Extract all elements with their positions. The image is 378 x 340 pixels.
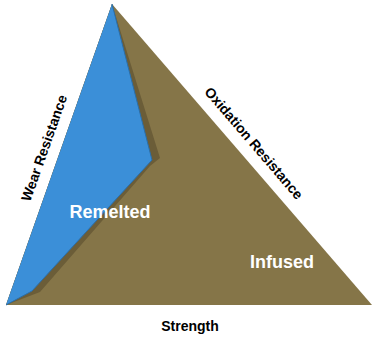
region-node: Infused xyxy=(250,252,314,273)
remelted-region xyxy=(6,4,152,305)
remelted-region-label: Remelted xyxy=(69,202,150,223)
infused-region xyxy=(6,4,372,305)
region-edge xyxy=(6,4,152,305)
infused-region-label: Infused xyxy=(250,252,314,273)
label-holder: Strength xyxy=(161,318,219,334)
region-shadow xyxy=(6,4,160,305)
region-node: Remelted xyxy=(69,202,150,223)
axis-label: Strength xyxy=(161,318,219,334)
